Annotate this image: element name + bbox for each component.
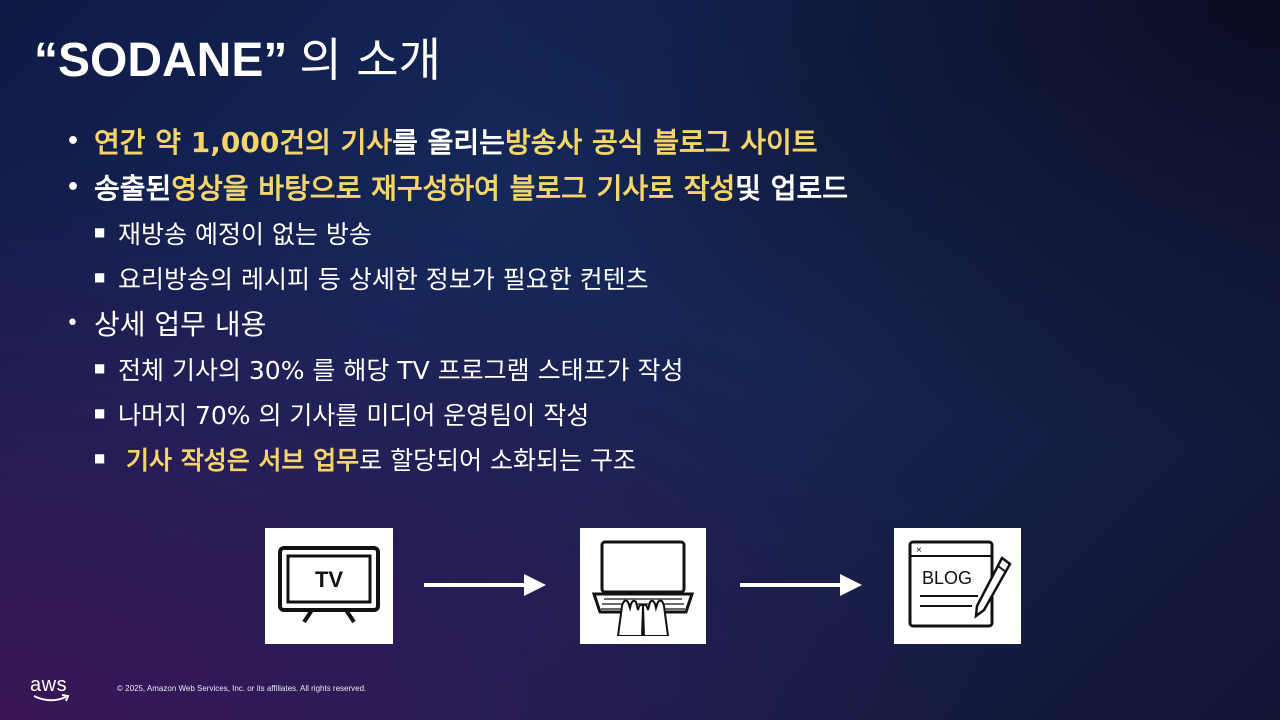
title-rest: 의 소개 xyxy=(299,33,441,87)
tv-tile: TV xyxy=(265,528,393,644)
sub-bullet-square: ■ xyxy=(94,450,106,465)
sub-bullet: ■ 전체 기사의 30% 를 해당 TV 프로그램 스태프가 작성 xyxy=(66,346,1246,391)
sub-bullet-text: 전체 기사의 30% 를 해당 TV 프로그램 스태프가 작성 xyxy=(118,355,684,385)
tv-icon: TV xyxy=(278,546,380,624)
bullet-3-text: 상세 업무 내용 xyxy=(94,308,267,341)
bullet-1-highlight-b: 방송사 공식 블로그 사이트 xyxy=(504,126,818,159)
sub-bullet: ■ 요리방송의 레시피 등 상세한 정보가 필요한 컨텐츠 xyxy=(66,255,1246,300)
aws-smile-icon xyxy=(33,694,70,702)
sub-bullet-text: 나머지 70% 의 기사를 미디어 운영팀이 작성 xyxy=(118,400,590,430)
aws-logo: aws xyxy=(30,674,70,702)
sub-bullet-square: ■ xyxy=(94,360,106,375)
bullet-2-text-b: 및 업로드 xyxy=(735,172,849,205)
blog-label: BLOG xyxy=(922,568,972,588)
sub-bullet-square: ■ xyxy=(94,405,106,420)
tv-label: TV xyxy=(315,567,343,592)
bullet-dot: • xyxy=(66,174,81,200)
laptop-tile xyxy=(580,528,706,644)
aws-logo-text: aws xyxy=(30,674,68,696)
copyright-text: © 2025, Amazon Web Services, Inc. or its… xyxy=(117,684,367,693)
title-quoted: “SODANE” xyxy=(34,34,288,87)
sub-bullet-square: ■ xyxy=(94,224,106,239)
arrow-right-icon xyxy=(740,574,862,596)
bullet-1-text: 를 올리는 xyxy=(392,126,505,159)
slide-title: “SODANE”의 소개 xyxy=(34,30,441,91)
blog-tile: × BLOG xyxy=(894,528,1021,644)
sub-bullet-highlight: 기사 작성은 서브 업무 xyxy=(126,445,360,475)
bullet-3: • 상세 업무 내용 xyxy=(66,300,1246,346)
bullet-2-text-a: 송출된 xyxy=(94,172,172,205)
bullet-dot: • xyxy=(66,310,79,336)
laptop-typing-icon xyxy=(591,540,695,636)
bullet-dot: • xyxy=(66,128,81,154)
sub-bullet-text: 요리방송의 레시피 등 상세한 정보가 필요한 컨텐츠 xyxy=(118,264,649,294)
bullet-2: • 송출된 영상을 바탕으로 재구성하여 블로그 기사로 작성 및 업로드 xyxy=(66,164,1246,210)
blog-writing-icon: × BLOG xyxy=(908,540,1012,628)
bullet-2-highlight: 영상을 바탕으로 재구성하여 블로그 기사로 작성 xyxy=(171,172,736,205)
sub-bullet-square: ■ xyxy=(94,269,106,284)
sub-bullet-text: 재방송 예정이 없는 방송 xyxy=(118,219,372,249)
svg-text:×: × xyxy=(916,545,922,556)
sub-bullet: ■ 나머지 70% 의 기사를 미디어 운영팀이 작성 xyxy=(66,391,1246,436)
sub-bullet-text: 로 할당되어 소화되는 구조 xyxy=(359,445,636,475)
bullet-1-highlight-a: 연간 약 1,000건의 기사 xyxy=(94,126,393,159)
sub-bullet: ■ 재방송 예정이 없는 방송 xyxy=(66,210,1246,255)
arrow-right-icon xyxy=(424,574,546,596)
